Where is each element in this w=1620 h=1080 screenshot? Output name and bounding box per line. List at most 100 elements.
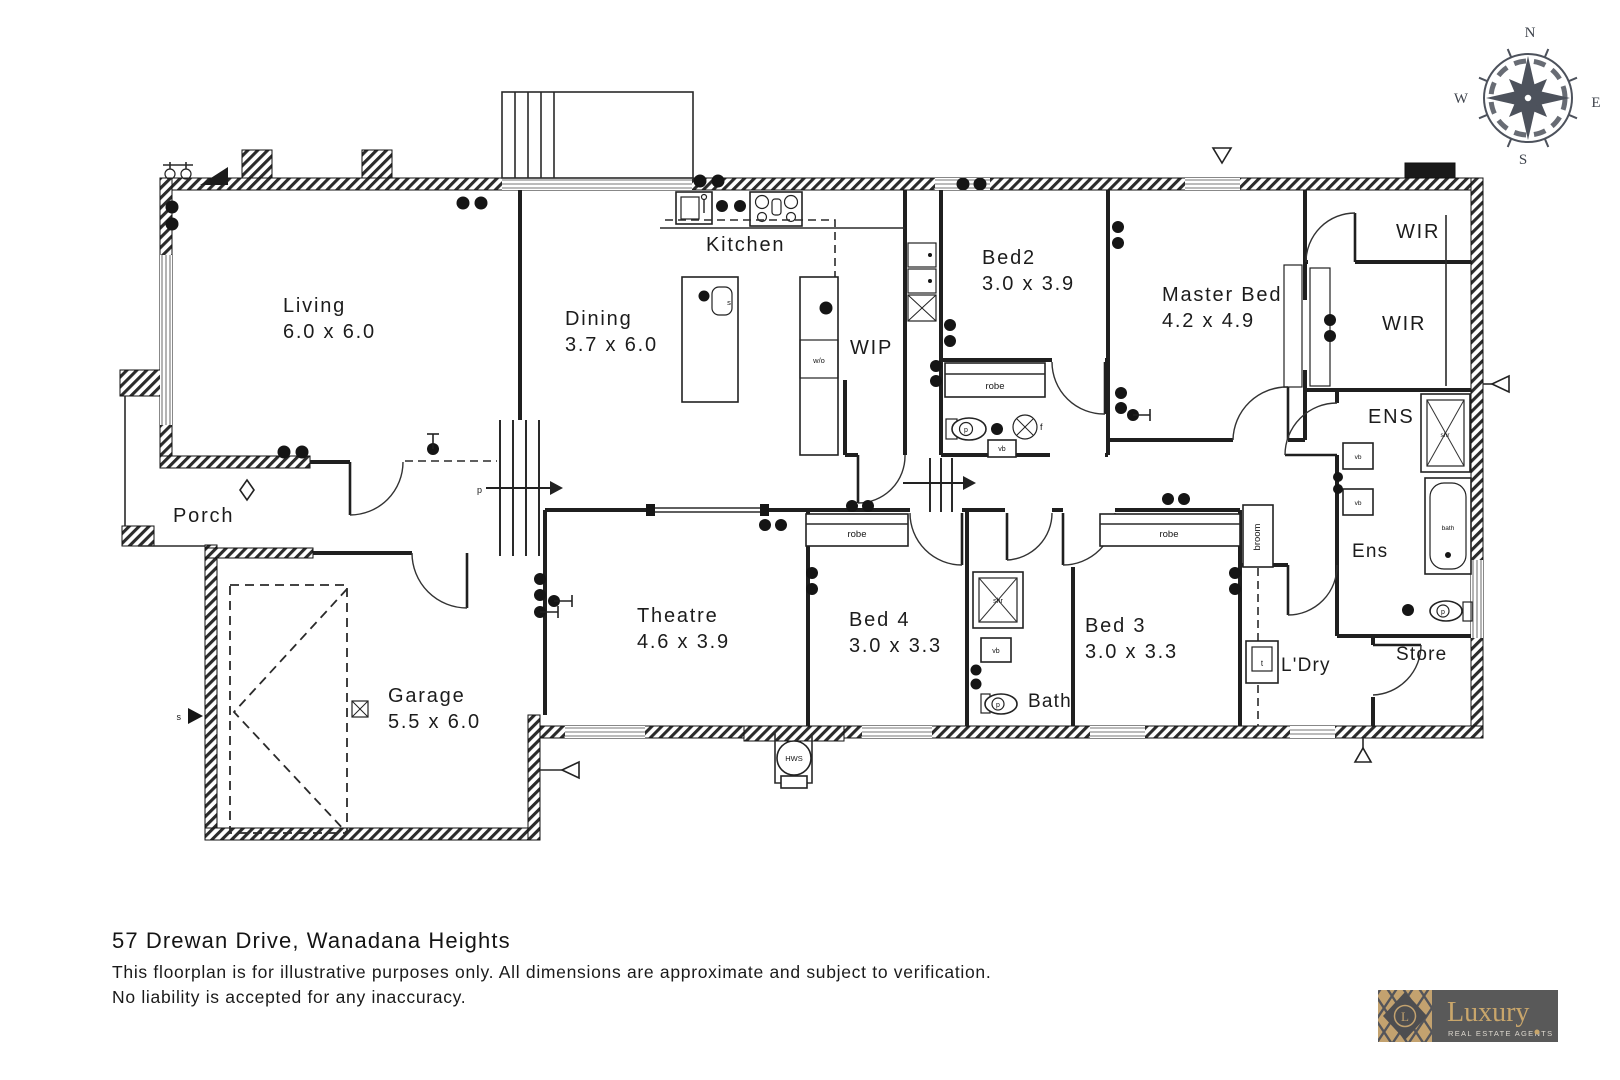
window-top-master [1185,178,1240,190]
robe-label: robe [985,381,1004,392]
windows [160,178,1483,738]
shower-label: shr [1440,432,1450,439]
window-bottom-bed4 [862,726,932,738]
wall-oven-unit: w/o [799,276,839,456]
vanity-label: vb [998,446,1006,453]
kitchen-fixtures: s w/o [660,191,937,456]
site-markers [163,147,1510,780]
room-dims-garage: 5.5 x 6.0 [388,711,481,733]
kitchen-sink [675,191,713,225]
robe-label: robe [1159,529,1178,540]
bath-door [1005,512,1053,561]
room-label-ens-lower: Ens [1352,541,1388,562]
bathtub: bath [1424,477,1472,575]
cooktop [749,191,803,227]
disclaimer-line1: This floorplan is for illustrative purpo… [112,962,991,982]
toilet-label: p [964,427,968,434]
window-right-ens [1471,560,1483,638]
wall-light-master [1127,409,1151,421]
roof-marker-top-left [200,167,228,185]
robes: robe robe robe broom [805,215,1447,568]
laundry-fixtures: t [1245,640,1279,684]
room-label-bath: Bath [1028,691,1072,712]
stairs-entry: p [477,420,563,556]
room-dims-bed2: 3.0 x 3.9 [982,273,1075,295]
vanity-label: vb [992,648,1000,655]
room-labels: Living 6.0 x 6.0 Porch Garage 5.5 x 6.0 … [173,221,1447,733]
stairs-hall [903,458,976,512]
theatre-opening [646,504,769,516]
fan-label: f [1040,422,1043,432]
compass-west: W [1454,91,1469,107]
robe-bed4: robe [805,513,909,547]
wir-shelves [1283,215,1447,388]
toilet-label: p [996,702,1000,709]
room-dims-bed4: 3.0 x 3.3 [849,635,942,657]
room-label-wip: WIP [850,337,893,359]
master-door [1232,386,1290,441]
vanity-label: vb [1355,454,1362,461]
wall-light-living [427,433,439,455]
window-marker-right [1483,374,1510,394]
window-bottom-bed3 [1090,726,1145,738]
room-dims-master: 4.2 x 4.9 [1162,310,1255,332]
wall-lights [427,409,1151,618]
logo-brand: Luxury [1447,997,1529,1028]
doors [348,212,1422,696]
broom-label: broom [1252,523,1263,550]
room-label-living: Living [283,295,346,317]
laundry-door [1286,564,1338,616]
room-label-wir-top: WIR [1396,221,1440,243]
stairs-p-label: p [477,485,482,495]
door-bottom-laundry [1290,726,1335,738]
room-dims-bed3: 3.0 x 3.3 [1085,641,1178,663]
vent-marker-top [1211,147,1233,165]
fridge-pantry-units [907,242,937,322]
window-left-living [160,255,172,425]
robe-label: robe [847,529,866,540]
room-dims-dining: 3.7 x 6.0 [565,334,658,356]
island-sink-label: s [727,298,731,307]
deck-steps [501,91,694,179]
hws-label: HWS [785,754,803,763]
room-label-laundry: L'Dry [1281,655,1331,676]
wall-light-theatre [548,595,573,607]
compass-north: N [1525,25,1536,41]
exterior-walls [119,149,1484,841]
front-door [348,461,404,516]
ensuite-toilet: p [1402,600,1473,622]
wir-door [1305,212,1357,263]
wc-fixtures: p vb f [945,414,1043,458]
room-label-theatre: Theatre [637,605,719,627]
room-label-bed2: Bed2 [982,247,1036,269]
bathtub-label: bath [1442,525,1455,532]
compass-east: E [1591,95,1600,111]
room-label-bed4: Bed 4 [849,609,910,631]
shower-label: shr [993,598,1003,605]
room-label-porch: Porch [173,505,234,527]
disclaimer-line2: No liability is accepted for any inaccur… [112,987,466,1007]
room-label-store: Store [1396,644,1447,665]
robe-bed3: robe [1099,513,1241,547]
ensuite-fixtures: shr vb vb bath p [1333,393,1473,622]
store-door [1372,643,1422,696]
wall-oven-label: w/o [812,356,825,365]
island-bench: s [681,276,739,403]
room-label-bed3: Bed 3 [1085,615,1146,637]
porch-light-diamond [239,478,255,502]
garage-fixtures: s [177,584,369,834]
room-label-ens-upper: ENS [1368,406,1415,428]
hot-water-system: HWS [774,733,813,789]
wip-door [856,454,906,504]
agency-logo: L Luxury REAL ESTATE AGENTS [1378,990,1558,1042]
window-top-deck [502,178,692,190]
taps-top-left [163,162,193,180]
room-label-master: Master Bed [1162,284,1282,306]
logo-tagline: REAL ESTATE AGENTS [1448,1029,1553,1038]
ens-door [1284,402,1338,457]
ceiling-lights [165,174,1336,601]
wall-light-garage [534,606,559,618]
footer: 57 Drewan Drive, Wanadana Heights This f… [112,928,991,1007]
room-dims-living: 6.0 x 6.0 [283,321,376,343]
